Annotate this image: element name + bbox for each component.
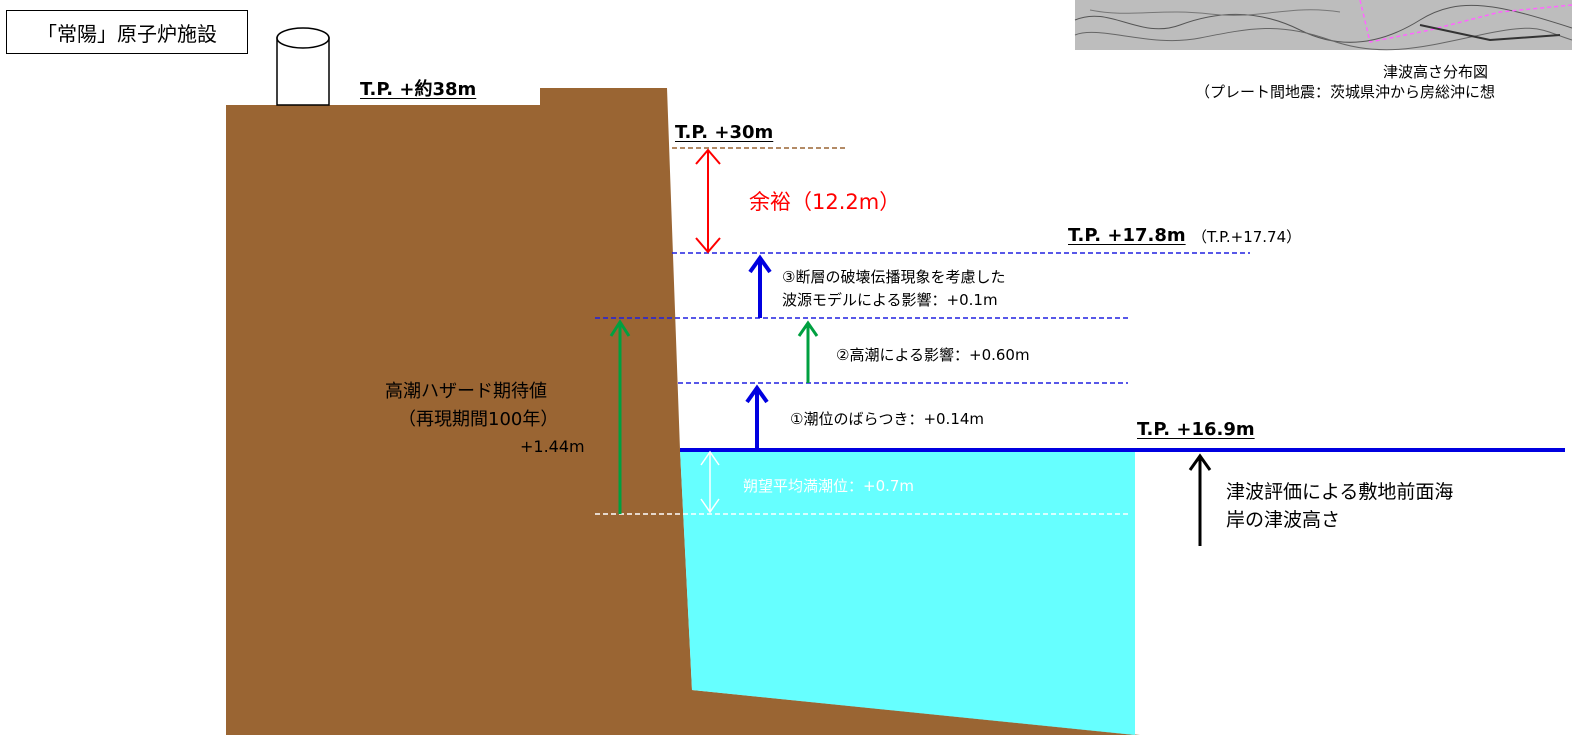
arrow-factor-2 <box>797 320 819 383</box>
tp16-9-label: T.P. +16.9m <box>1137 419 1255 440</box>
tsunami-eval-line1: 津波評価による敷地前面海 <box>1226 481 1454 503</box>
tp17-8-note: （T.P.+17.74） <box>1192 228 1302 246</box>
arrow-factor-1 <box>745 384 769 450</box>
map-caption-line2: （プレート間地震：茨城県沖から房総沖に想 <box>1195 83 1496 101</box>
storm-surge-line3: +1.44m <box>520 437 585 456</box>
tp30-label: T.P. +30m <box>675 122 774 143</box>
arrow-mean-tide <box>700 450 720 514</box>
tsunami-eval-line2: 岸の津波高さ <box>1226 509 1341 531</box>
reactor-building-icon <box>276 27 330 106</box>
factor-3-line2: 波源モデルによる影響：+0.1m <box>782 291 998 309</box>
arrow-factor-3 <box>748 254 772 318</box>
arrow-storm-surge <box>609 319 631 514</box>
sea-water <box>680 450 1135 735</box>
storm-surge-line1: 高潮ハザード期待値 <box>385 381 547 402</box>
margin-label: 余裕（12.2m） <box>749 190 901 214</box>
mean-tide-label: 朔望平均満潮位：+0.7m <box>743 477 915 495</box>
margin-arrow <box>695 148 721 254</box>
ground-cliff <box>226 88 1135 735</box>
storm-surge-line2: （再現期間100年） <box>398 409 559 430</box>
factor-3-line1: ③断層の破壊伝播現象を考慮した <box>782 268 1006 286</box>
facility-label: 「常陽」原子炉施設 <box>6 10 248 54</box>
factor-2-label: ②高潮による影響：+0.60m <box>836 346 1030 364</box>
tp17-8-label: T.P. +17.8m <box>1068 225 1186 246</box>
arrow-tsunami-height <box>1188 453 1212 546</box>
map-caption-line1: 津波高さ分布図 <box>1383 63 1489 81</box>
reactor-ground-level: T.P. +約38m <box>360 79 477 100</box>
factor-1-label: ①潮位のばらつき：+0.14m <box>790 410 985 428</box>
map-thumbnail <box>1074 0 1572 51</box>
